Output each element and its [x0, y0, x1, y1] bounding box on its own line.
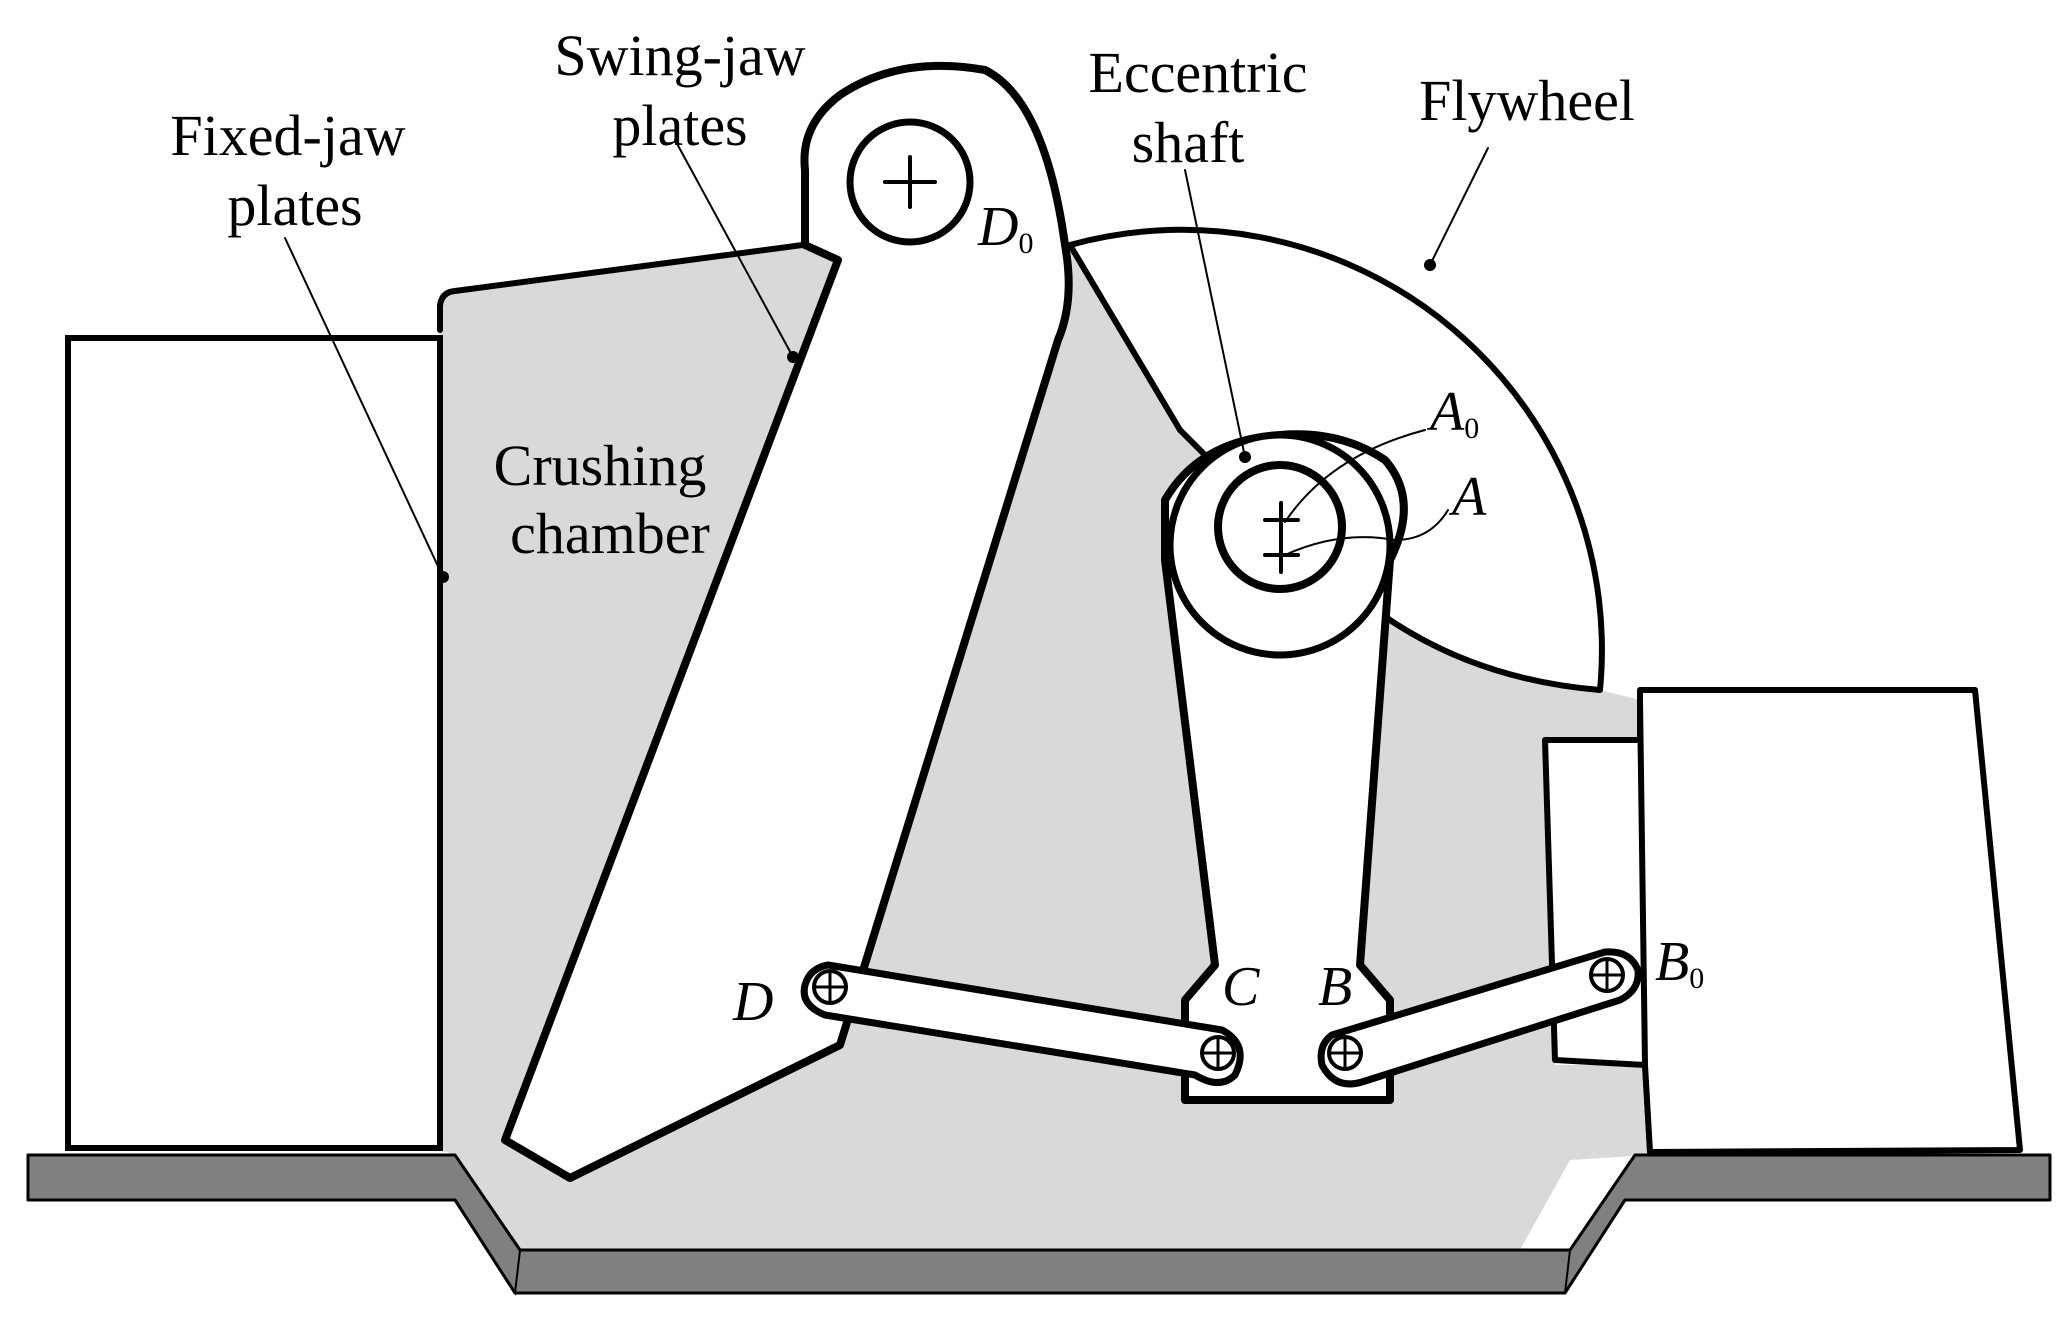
fixed-jaw-plate: [65, 335, 443, 1151]
a0-crosshair: [1263, 501, 1300, 539]
leader-a0: [1284, 429, 1426, 523]
label-flywheel: Flywheel: [1419, 68, 1635, 133]
leader-swing-jaw: [674, 139, 794, 358]
label-fixed-jaw-line2: plates: [227, 173, 362, 238]
toggle-link-dc: [800, 961, 1244, 1086]
label-swing-jaw-line2: plates: [612, 93, 747, 158]
right-frame-block: [1637, 687, 2023, 1155]
base-plate-highlight-right: [1564, 1199, 1626, 1294]
leader-eccentric-dot: [1239, 451, 1251, 463]
leader-swing-jaw-dot: [787, 351, 799, 363]
toggle-link-bb0: [1317, 948, 1642, 1088]
leader-flywheel-dot: [1424, 259, 1436, 271]
pivot-d0-crosshair: [883, 155, 937, 209]
leader-fixed-jaw: [284, 237, 444, 578]
point-label-a0: A0: [1426, 381, 1479, 445]
label-swing-jaw-line1: Swing-jaw: [554, 23, 805, 88]
base-plate-highlight: [454, 1199, 521, 1296]
a-crosshair: [1263, 536, 1300, 574]
leader-eccentric: [1184, 169, 1246, 458]
label-crushing-line1: Crushing: [494, 433, 707, 498]
point-label-b: B: [1318, 956, 1352, 1018]
joint-b: [1327, 1035, 1363, 1071]
swing-jaw: [501, 61, 1073, 1182]
leader-a: [1284, 509, 1449, 556]
joint-d: [812, 969, 848, 1005]
joint-b0: [1589, 957, 1625, 993]
point-label-b0: B0: [1655, 931, 1704, 995]
leader-flywheel: [1429, 147, 1489, 266]
label-crushing-line2: chamber: [510, 501, 710, 566]
point-label-d: D: [732, 971, 773, 1033]
joint-c: [1200, 1035, 1236, 1071]
point-label-a: A: [1448, 466, 1487, 528]
point-label-d0: D0: [977, 196, 1033, 260]
label-eccentric-line2: shaft: [1132, 110, 1245, 175]
label-fixed-jaw-line1: Fixed-jaw: [170, 103, 405, 168]
leader-fixed-jaw-dot: [437, 571, 449, 583]
frame-outline-top: [437, 241, 813, 333]
point-label-c: C: [1222, 956, 1260, 1018]
label-eccentric-line1: Eccentric: [1089, 40, 1308, 105]
